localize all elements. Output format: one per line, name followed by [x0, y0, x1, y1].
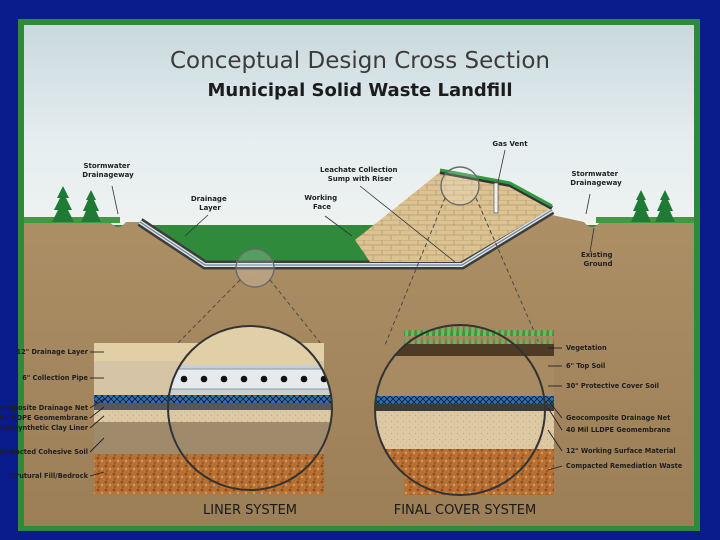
page-title: Conceptual Design Cross Section	[170, 48, 550, 74]
label-stormwater-right: Stormwater Drainageway	[570, 170, 622, 187]
cover-label: Vegetation	[566, 344, 607, 352]
cover-label: 6" Top Soil	[566, 362, 605, 370]
liner-label: Geosynthetic Clay Liner	[0, 424, 89, 432]
liner-system-caption: LINER SYSTEM	[203, 503, 297, 518]
liner-label: 60 Mil HDPE Geomembrane	[0, 414, 89, 422]
cover-detail-circle	[374, 324, 546, 496]
gas-vent-pipe	[493, 182, 499, 214]
label-stormwater-left: Stormwater Drainageway	[82, 162, 134, 179]
cover-label: Geocomposite Drainage Net	[566, 414, 670, 422]
cover-zoom-ring	[440, 166, 480, 206]
liner-label: 24" Compacted Cohesive Soil	[0, 448, 88, 456]
page-subtitle: Municipal Solid Waste Landfill	[208, 80, 513, 101]
final-cover-caption: FINAL COVER SYSTEM	[394, 503, 536, 518]
cover-label: Compacted Remediation Waste	[566, 462, 683, 470]
label-drainage-layer: Drainage Layer	[191, 195, 229, 212]
liner-label: 6" Collection Pipe	[22, 374, 88, 382]
liner-label: Strutural Fill/Bedrock	[8, 472, 89, 480]
liner-zoom-ring	[235, 248, 275, 288]
liner-detail-circle	[167, 325, 333, 491]
cover-label: 40 Mil LLDPE Geomembrane	[566, 426, 671, 434]
label-gas-vent: Gas Vent	[492, 140, 528, 148]
label-existing-ground: Existing Ground	[581, 251, 615, 268]
tree-icon	[52, 186, 675, 222]
label-working-face: Working Face	[304, 194, 339, 211]
liner-label: 12" Drainage Layer	[17, 348, 89, 356]
cover-label: 30" Protective Cover Soil	[566, 382, 659, 390]
sky-area	[24, 25, 694, 225]
liner-label: Geocomposite Drainage Net	[0, 404, 88, 412]
label-leachate: Leachate Collection Sump with Riser	[320, 166, 400, 183]
cover-label: 12" Working Surface Material	[566, 447, 676, 455]
waste-pile	[355, 172, 552, 262]
